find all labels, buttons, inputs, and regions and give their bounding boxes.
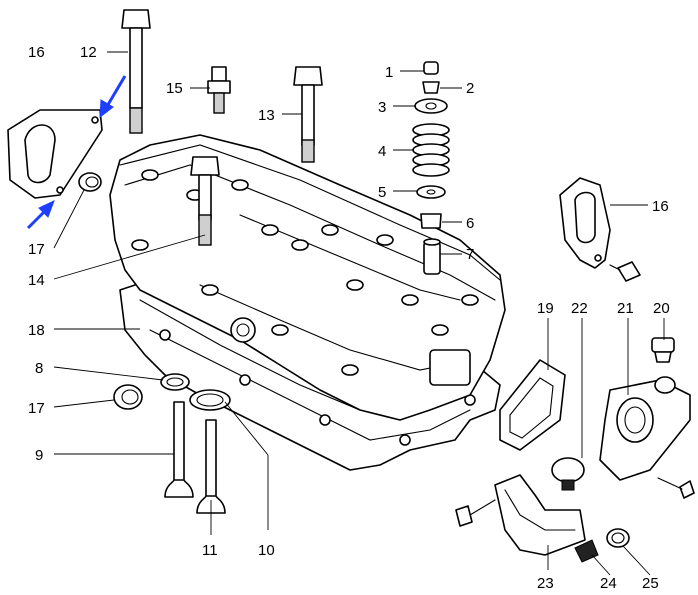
callout-12: 12 <box>80 44 97 61</box>
callout-17-lower: 17 <box>28 400 45 417</box>
highlight-arrow-bottom <box>26 200 55 230</box>
callout-11: 11 <box>202 542 218 559</box>
callout-labels: 1 2 3 4 5 6 7 8 9 10 11 12 13 14 15 16 1… <box>28 44 670 592</box>
callout-16-right: 16 <box>652 198 669 215</box>
seal-6 <box>420 213 442 229</box>
callout-6: 6 <box>466 215 474 232</box>
keeper-2 <box>422 81 440 94</box>
bracket-16-left <box>7 109 103 199</box>
bolt-side-left <box>455 499 496 527</box>
housing-21 <box>599 376 691 481</box>
callout-17-upper: 17 <box>28 241 45 258</box>
callout-15: 15 <box>166 80 183 97</box>
callout-20: 20 <box>653 300 670 317</box>
highlight-arrow-top <box>99 75 127 119</box>
callout-24: 24 <box>600 575 617 592</box>
callout-25: 25 <box>642 575 659 592</box>
valve-spring-4 <box>412 123 450 177</box>
cap-1 <box>423 61 439 75</box>
callout-7: 7 <box>466 246 474 263</box>
pipe-23 <box>494 474 586 556</box>
bracket-16-right <box>559 177 611 269</box>
callout-5: 5 <box>378 184 386 201</box>
stud-15 <box>207 66 231 114</box>
callout-14: 14 <box>28 272 45 289</box>
callout-23: 23 <box>537 575 554 592</box>
sensor-24 <box>574 539 599 563</box>
valve-seat-8 <box>160 373 190 391</box>
spring-retainer-3 <box>414 98 448 114</box>
bolt-small-right <box>609 261 641 282</box>
callout-2: 2 <box>466 80 474 97</box>
callout-9: 9 <box>35 447 43 464</box>
callout-3: 3 <box>378 99 386 116</box>
washer-5 <box>416 185 446 199</box>
valve-train-stack <box>412 61 450 275</box>
bolt-13 <box>293 66 323 163</box>
seal-17-lower <box>113 384 143 410</box>
callout-13: 13 <box>258 107 275 124</box>
callout-22: 22 <box>571 300 588 317</box>
callout-21: 21 <box>617 300 634 317</box>
bolt-side-right <box>657 477 695 499</box>
cap-20 <box>651 337 675 363</box>
seal-25 <box>606 528 630 548</box>
valve-11 <box>196 419 226 514</box>
gasket-19 <box>499 359 566 451</box>
seal-17-upper <box>78 172 102 192</box>
callout-18: 18 <box>28 322 45 339</box>
thermostat-22 <box>551 457 585 491</box>
callout-16-left: 16 <box>28 44 45 61</box>
callout-4: 4 <box>378 143 386 160</box>
callout-8: 8 <box>35 360 43 377</box>
long-bolt-12 <box>121 9 151 134</box>
callout-19: 19 <box>537 300 554 317</box>
ring-10 <box>189 389 231 411</box>
callout-1: 1 <box>385 64 393 81</box>
leader-lines <box>53 51 665 576</box>
callout-10: 10 <box>258 542 275 559</box>
bolt-14 <box>190 156 220 246</box>
guide-7 <box>423 241 441 275</box>
valve-9 <box>164 401 194 498</box>
